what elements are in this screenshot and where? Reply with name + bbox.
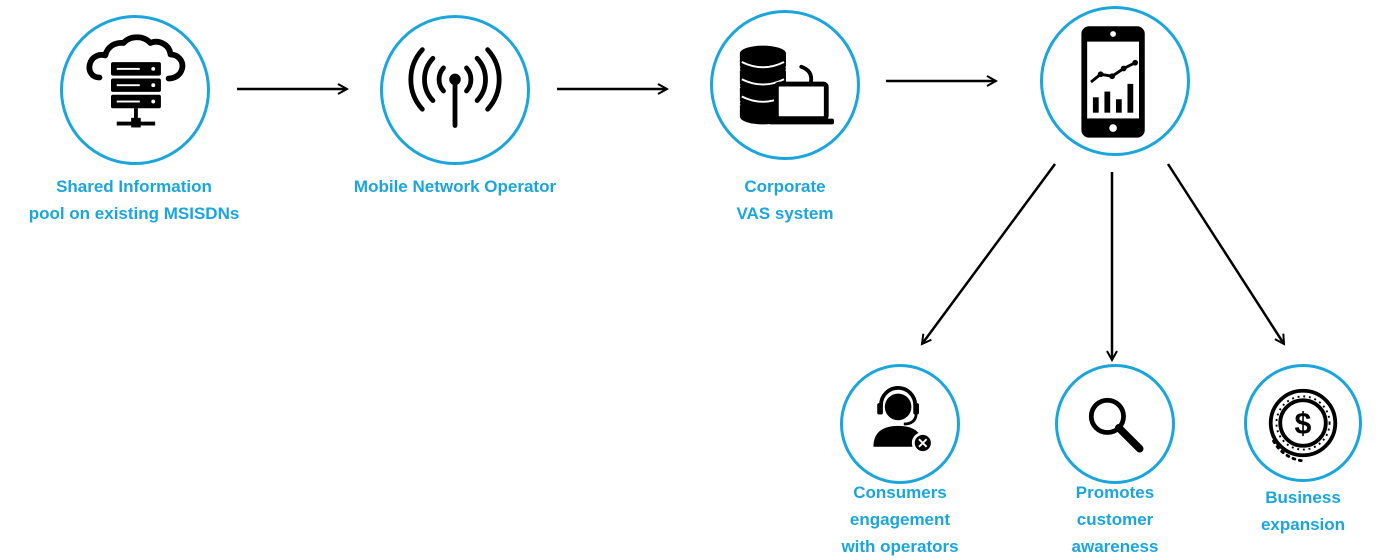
dollar-coin-icon: $ [1268, 388, 1338, 463]
database-laptop-icon [739, 45, 834, 125]
magnifier-icon [1088, 397, 1144, 453]
promotes-awareness-label: Promotes customer awareness [1071, 483, 1159, 556]
arrow-mobile-to-engagement [922, 163, 1057, 344]
consumers-engagement-label: Consumers engagement with operators [841, 483, 959, 556]
business-expansion-node: $ [1244, 364, 1362, 482]
shared-information-pool-label: Shared Information pool on existing MSIS… [28, 177, 240, 223]
business-expansion-label: Business expansion [1260, 488, 1346, 534]
cloud-server-icon [86, 34, 186, 128]
mobile-analytics-node [1040, 6, 1190, 156]
svg-text:$: $ [1295, 407, 1312, 440]
antenna-signal-icon [408, 47, 502, 128]
promotes-awareness-node [1055, 364, 1175, 484]
mobile-network-operator-node [380, 15, 530, 165]
support-agent-icon [873, 386, 934, 454]
arrow-mobile-to-expansion [1166, 163, 1284, 344]
mobile-network-operator-label: Mobile Network Operator [353, 177, 557, 196]
corporate-vas-system-label: Corporate VAS system [736, 177, 834, 223]
corporate-vas-system-node [710, 10, 860, 160]
consumers-engagement-node [840, 364, 960, 484]
smartphone-chart-icon [1081, 26, 1145, 138]
shared-information-pool-node [60, 15, 210, 165]
